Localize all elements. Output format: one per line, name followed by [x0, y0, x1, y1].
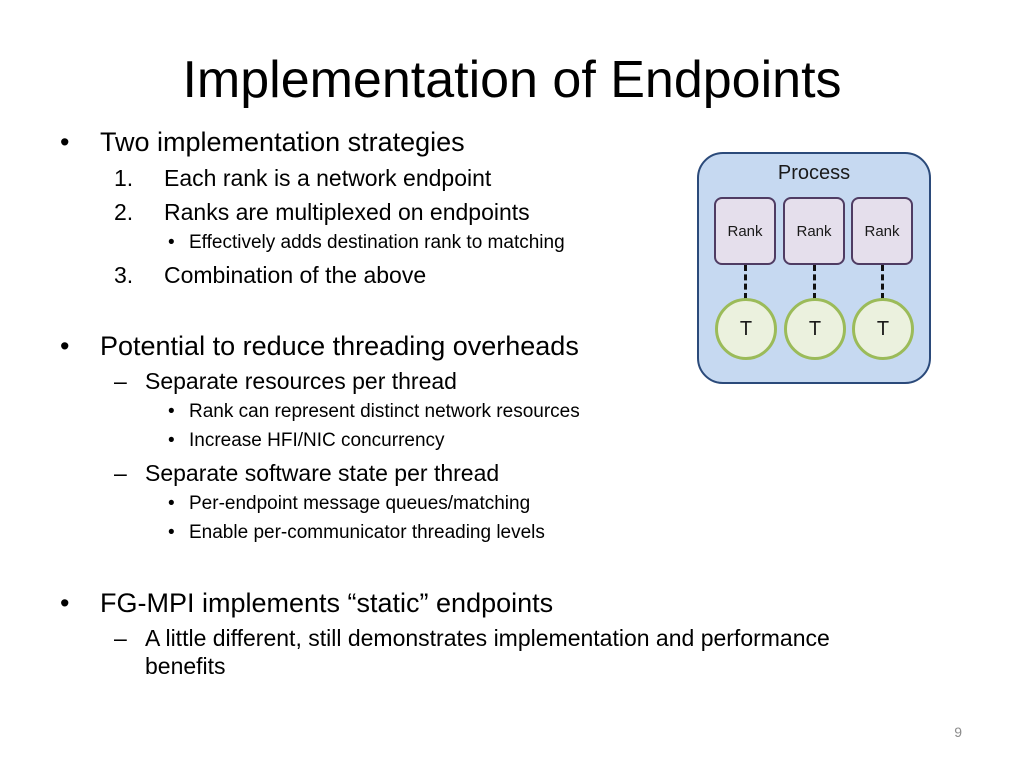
bullet-marker: • [168, 232, 175, 253]
rank-box: Rank [783, 197, 845, 265]
number-marker: 2. [114, 199, 134, 225]
dash-marker: – [114, 625, 127, 651]
page-number: 9 [954, 724, 962, 740]
number-marker: 1. [114, 165, 134, 191]
rank-box: Rank [851, 197, 913, 265]
rank-thread-link [744, 265, 747, 299]
process-label: Process [777, 162, 851, 184]
thread-circle: T [852, 298, 914, 360]
thread-circle: T [784, 298, 846, 360]
numbered-text: Each rank is a network endpoint [164, 165, 492, 191]
process-diagram: Process Rank Rank Rank T T T [697, 152, 931, 384]
number-marker: 3. [114, 262, 134, 288]
bullet-marker: • [60, 127, 70, 157]
dash-marker: – [114, 368, 127, 394]
thread-circle: T [715, 298, 777, 360]
dash-text: A little different, still demonstrates i… [145, 625, 830, 651]
dash-marker: – [114, 460, 127, 486]
dash-text-continuation: benefits [145, 653, 226, 679]
bullet-marker: • [168, 493, 175, 514]
bullet-marker: • [168, 430, 175, 451]
rank-thread-link [813, 265, 816, 299]
bullet-text: Potential to reduce threading overheads [100, 331, 579, 361]
sub-bullet-text: Per-endpoint message queues/matching [189, 493, 531, 514]
numbered-text: Ranks are multiplexed on endpoints [164, 199, 530, 225]
sub-bullet-text: Increase HFI/NIC concurrency [189, 430, 445, 451]
bullet-text: Two implementation strategies [100, 127, 465, 157]
rank-thread-link [881, 265, 884, 299]
bullet-marker: • [60, 588, 70, 618]
bullet-marker: • [168, 522, 175, 543]
rank-box: Rank [714, 197, 776, 265]
dash-text: Separate resources per thread [145, 368, 457, 394]
numbered-text: Combination of the above [164, 262, 427, 288]
sub-bullet-text: Rank can represent distinct network reso… [189, 401, 580, 422]
sub-bullet-text: Enable per-communicator threading levels [189, 522, 545, 543]
bullet-marker: • [168, 401, 175, 422]
sub-bullet-text: Effectively adds destination rank to mat… [189, 232, 565, 253]
slide-title: Implementation of Endpoints [182, 51, 842, 109]
dash-text: Separate software state per thread [145, 460, 500, 486]
bullet-text: FG-MPI implements “static” endpoints [100, 588, 554, 618]
bullet-marker: • [60, 331, 70, 361]
